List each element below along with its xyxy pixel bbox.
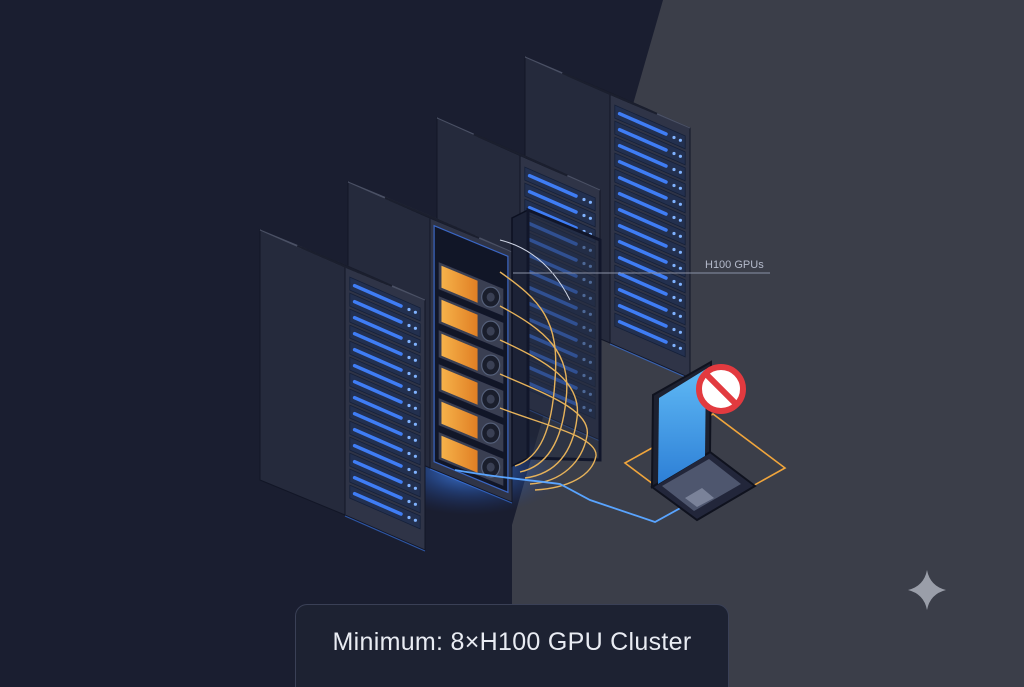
server-unit (349, 276, 421, 322)
server-unit (614, 296, 686, 342)
rack-vent (296, 244, 393, 287)
server-unit (349, 324, 421, 370)
server-unit (614, 232, 686, 278)
server-unit (614, 216, 686, 262)
server-unit (349, 468, 421, 514)
server-unit (614, 152, 686, 198)
rack-vent (561, 72, 658, 115)
server-unit (614, 120, 686, 166)
server-unit (614, 184, 686, 230)
caption-bar: Minimum: 8×H100 GPU Cluster (295, 604, 729, 687)
server-unit (349, 388, 421, 434)
server-unit (524, 166, 596, 212)
server-unit (614, 200, 686, 246)
server-rack-1 (259, 229, 426, 552)
gpu-card (437, 362, 505, 420)
server-unit (349, 436, 421, 482)
server-unit (349, 452, 421, 498)
server-unit (614, 248, 686, 294)
server-rack-4 (524, 56, 691, 380)
rack-vent (384, 196, 480, 239)
server-unit (524, 182, 596, 228)
server-unit (614, 264, 686, 310)
gpu-card (437, 396, 505, 454)
server-unit (614, 136, 686, 182)
server-unit (349, 308, 421, 354)
cables (454, 239, 696, 523)
caption-text: Minimum: 8×H100 GPU Cluster (332, 627, 692, 656)
gpu-annotation: H100 GPUs (513, 259, 770, 274)
server-unit (349, 356, 421, 402)
server-unit (614, 312, 686, 358)
server-unit (349, 292, 421, 338)
server-unit (614, 280, 686, 326)
server-unit (349, 484, 421, 530)
server-unit (614, 104, 686, 150)
laptop-icon (623, 360, 787, 522)
server-unit (349, 420, 421, 466)
rack-vent (473, 133, 568, 177)
gpu-card (437, 430, 505, 488)
server-unit (614, 168, 686, 214)
server-unit (349, 372, 421, 418)
gpu-stack (437, 260, 505, 488)
gpu-annotation-label: H100 GPUs (705, 259, 764, 271)
sparkle-icon (908, 570, 946, 610)
gpu-card (437, 260, 505, 318)
server-unit (349, 404, 421, 450)
prohibited-icon (696, 364, 746, 414)
server-unit (349, 340, 421, 386)
gpu-card (437, 294, 505, 352)
gpu-card (437, 328, 505, 386)
